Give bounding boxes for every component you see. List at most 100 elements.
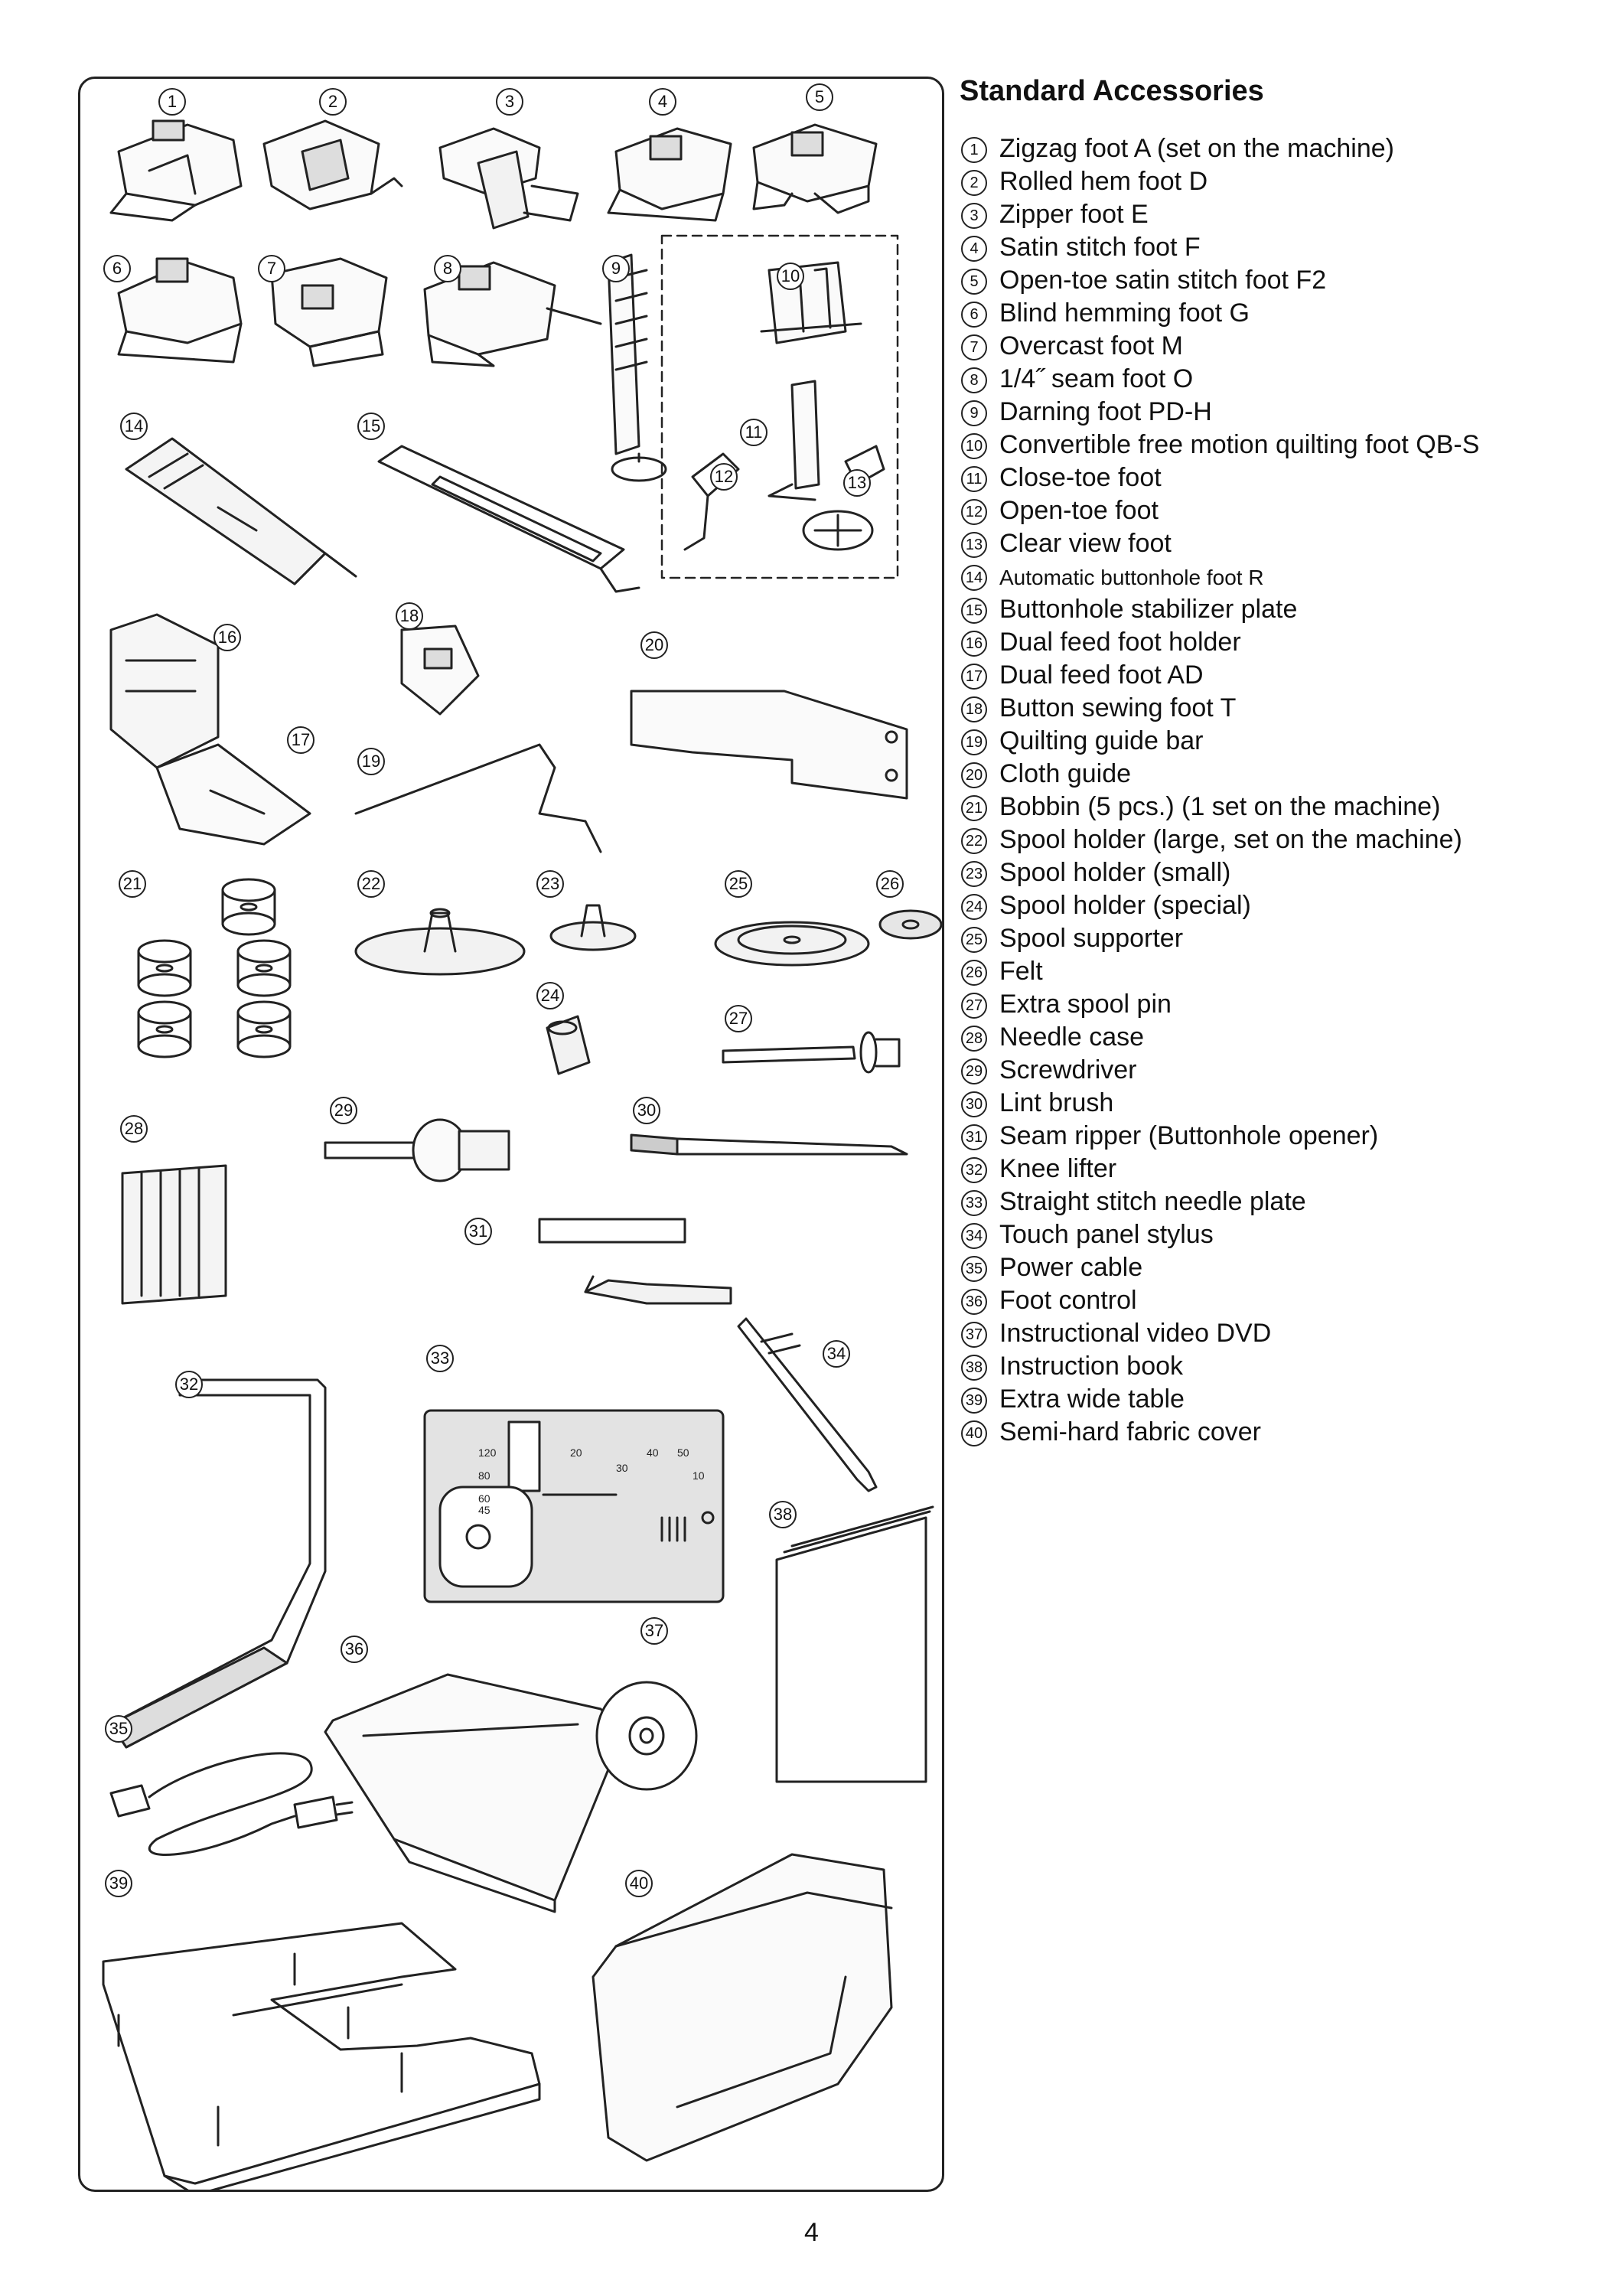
accessory-number: 5: [961, 269, 987, 295]
accessory-number: 4: [961, 236, 987, 262]
cloth-guide-illustration: [630, 690, 908, 800]
overcast-foot-m-illustration: [270, 257, 388, 367]
accessory-name: Clear view foot: [999, 529, 1172, 558]
accessory-name: Convertible free motion quilting foot QB…: [999, 430, 1480, 459]
accessory-number: 34: [961, 1223, 987, 1249]
accessory-name: Spool holder (small): [999, 858, 1231, 887]
open-toe-foot-illustration: [683, 452, 740, 551]
svg-text:30: 30: [616, 1462, 628, 1474]
callout-21: 21: [119, 870, 146, 898]
accessory-number: 12: [961, 499, 987, 525]
dual-feed-foot-holder-illustration: [109, 613, 220, 769]
lint-brush-illustration: [630, 1133, 908, 1156]
accessory-number: 39: [961, 1388, 987, 1414]
accessory-name: Straight stitch needle plate: [999, 1187, 1306, 1216]
foot-control-illustration: [324, 1673, 625, 1913]
accessory-name: Cloth guide: [999, 759, 1132, 788]
svg-text:80: 80: [478, 1469, 490, 1482]
callout-34: 34: [823, 1340, 850, 1368]
accessory-name: Open-toe foot: [999, 496, 1159, 525]
zipper-foot-e-illustration: [438, 127, 579, 230]
accessory-name: Instruction book: [999, 1352, 1184, 1381]
accessory-item: 34 Touch panel stylus: [961, 1218, 1479, 1251]
callout-35: 35: [105, 1715, 132, 1743]
accessory-number: 31: [961, 1124, 987, 1150]
accessory-name: Buttonhole stabilizer plate: [999, 595, 1298, 624]
spool-supporter-illustration: [714, 921, 870, 967]
accessories-illustration-panel: 120 80 60 45 20 30 40 50 10: [78, 77, 944, 2192]
spool-holder-special-illustration: [546, 1015, 591, 1075]
callout-15: 15: [357, 413, 385, 440]
accessory-name: Overcast foot M: [999, 331, 1183, 360]
callout-18: 18: [396, 602, 423, 630]
accessory-name: Screwdriver: [999, 1055, 1137, 1084]
accessory-name: Touch panel stylus: [999, 1220, 1214, 1249]
bobbin: [137, 939, 192, 997]
extra-spool-pin-illustration: [722, 1031, 901, 1074]
callout-11: 11: [740, 419, 768, 446]
straight-stitch-needle-plate-illustration: 120 80 60 45 20 30 40 50 10: [423, 1409, 725, 1603]
svg-text:120: 120: [478, 1446, 497, 1459]
svg-text:60: 60: [478, 1492, 490, 1505]
callout-40: 40: [625, 1870, 653, 1897]
callout-2: 2: [319, 88, 347, 116]
page-number: 4: [804, 2218, 819, 2247]
accessory-number: 21: [961, 795, 987, 821]
callout-7: 7: [258, 255, 285, 282]
svg-text:20: 20: [570, 1446, 582, 1459]
quilting-guide-bar-illustration: [354, 743, 602, 853]
accessory-number: 38: [961, 1355, 987, 1381]
spool-holder-large-illustration: [354, 908, 526, 976]
accessory-name: Instructional video DVD: [999, 1319, 1272, 1348]
accessory-name: Spool holder (large, set on the machine): [999, 825, 1462, 854]
callout-32: 32: [175, 1371, 203, 1398]
accessory-item: 38 Instruction book: [961, 1350, 1479, 1383]
callout-24: 24: [536, 982, 564, 1009]
accessory-name: Dual feed foot AD: [999, 660, 1204, 690]
accessory-number: 18: [961, 696, 987, 722]
callout-19: 19: [357, 748, 385, 775]
accessory-number: 28: [961, 1026, 987, 1052]
buttonhole-stabilizer-plate-illustration: [377, 445, 640, 593]
callout-17: 17: [287, 726, 314, 754]
callout-23: 23: [536, 870, 564, 898]
callout-13: 13: [843, 469, 871, 497]
automatic-buttonhole-foot-r-illustration: [125, 437, 357, 585]
callout-6: 6: [103, 255, 131, 282]
rolled-hem-foot-d-illustration: [262, 119, 403, 210]
callout-12: 12: [710, 463, 738, 491]
accessory-number: 10: [961, 433, 987, 459]
close-toe-foot-illustration: [768, 380, 820, 501]
accessory-name: Dual feed foot holder: [999, 628, 1241, 657]
accessory-number: 27: [961, 993, 987, 1019]
callout-33: 33: [426, 1345, 454, 1372]
accessory-number: 20: [961, 762, 987, 788]
callout-39: 39: [105, 1870, 132, 1897]
bobbin: [221, 878, 276, 936]
callout-4: 4: [649, 88, 676, 116]
accessory-number: 13: [961, 532, 987, 558]
instruction-book-illustration: [775, 1505, 934, 1783]
bobbins-illustration: [137, 878, 292, 1058]
accessory-name: Automatic buttonhole foot R: [999, 566, 1264, 589]
open-toe-satin-foot-f2-illustration: [752, 123, 878, 214]
bobbin: [137, 1000, 192, 1058]
